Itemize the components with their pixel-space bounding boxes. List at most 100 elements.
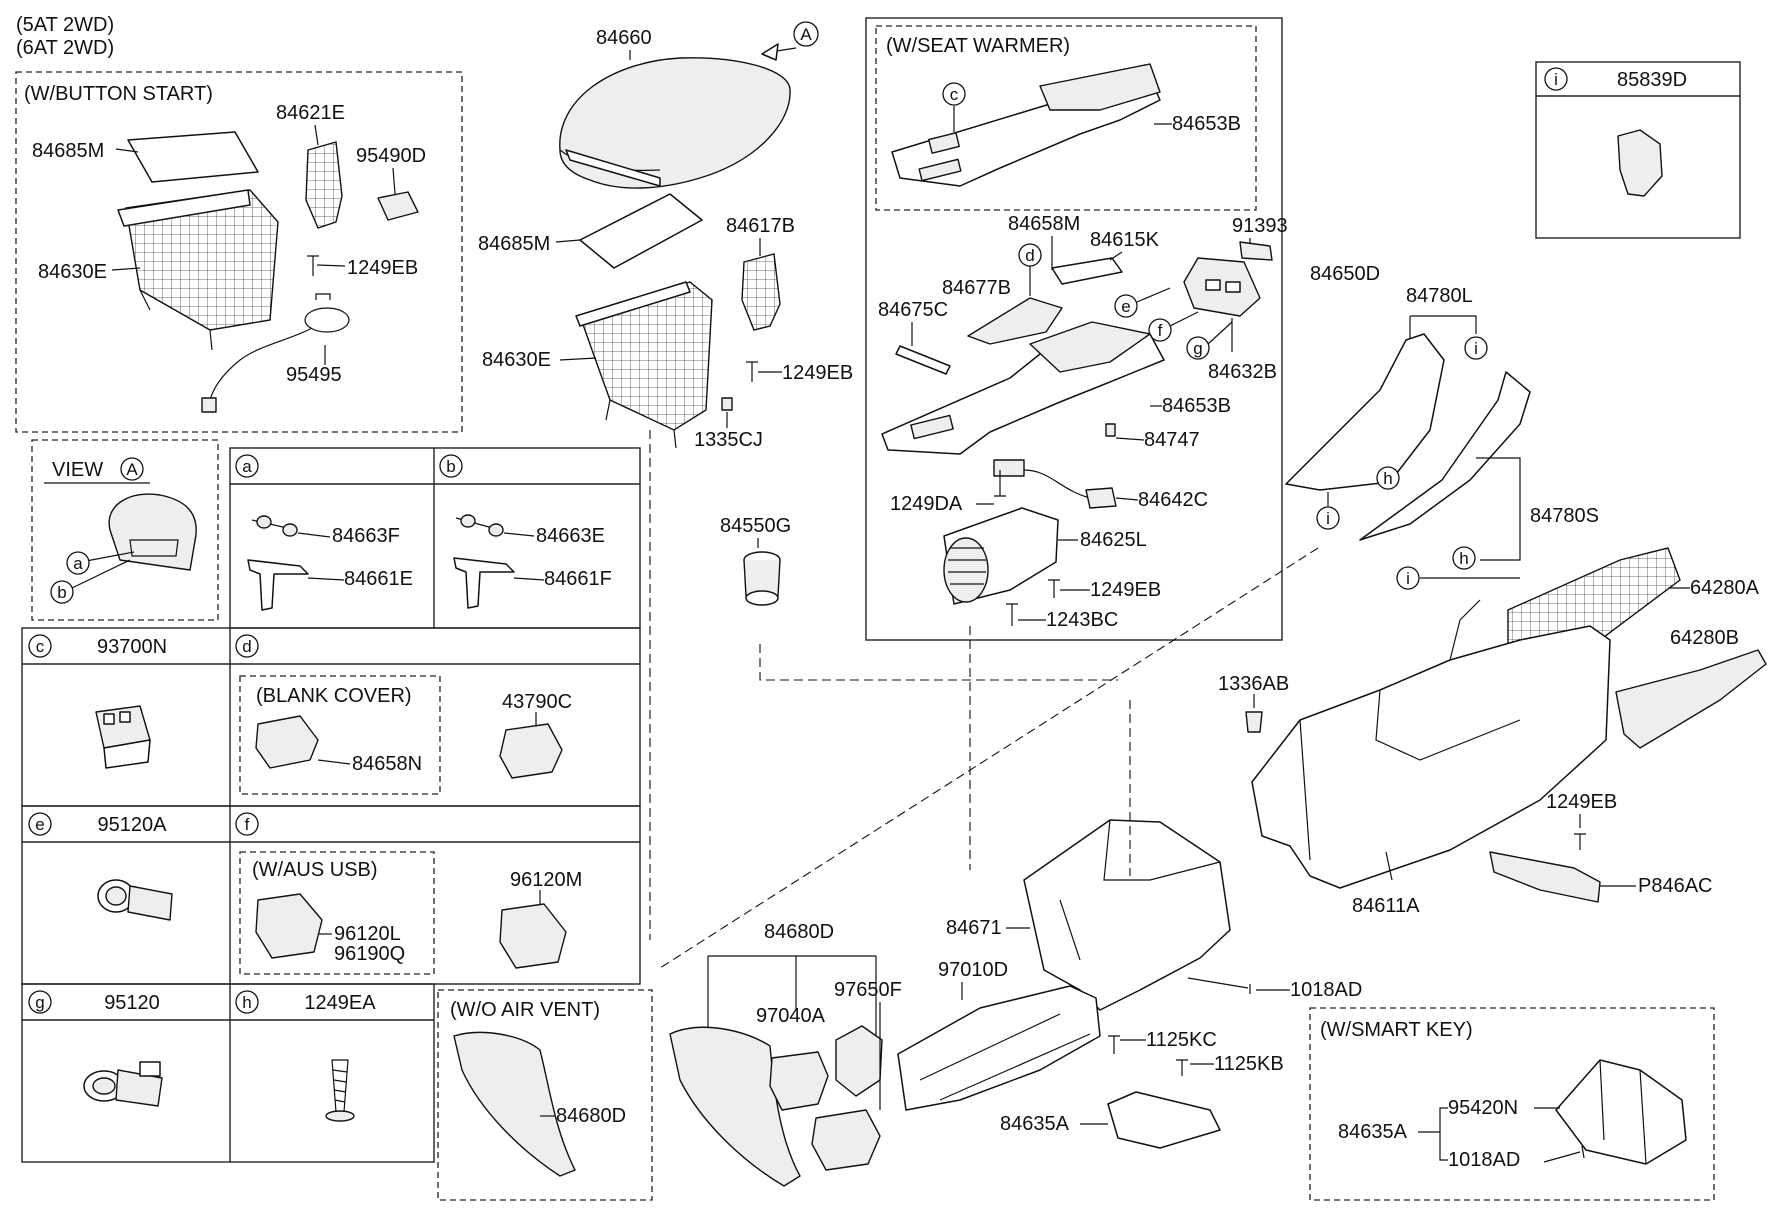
variant-label-6at: (6AT 2WD) xyxy=(16,37,114,59)
bracket-84621E-part xyxy=(305,141,343,229)
screw-1125KB-part xyxy=(1176,1059,1188,1076)
label-84617B: 84617B xyxy=(726,215,795,237)
label-84663E: 84663E xyxy=(536,525,605,547)
duct-97010D-part xyxy=(897,985,1101,1111)
view-a-console-part xyxy=(108,493,197,571)
garnish-84680D-part xyxy=(453,1031,576,1177)
trim-84780L-part xyxy=(1285,333,1445,491)
bezel-84677B-part xyxy=(967,297,1063,345)
label-84650D: 84650D xyxy=(1310,263,1380,285)
label-84661F: 84661F xyxy=(544,568,612,590)
label-84663F: 84663F xyxy=(332,525,400,547)
callout-h-2: h xyxy=(1459,549,1468,568)
callout-i-1: i xyxy=(1474,339,1478,358)
wo-air-vent-group: (W/O AIR VENT) 84680D xyxy=(437,989,653,1201)
label-95420N: 95420N xyxy=(1448,1097,1518,1119)
cell-letter-c: c xyxy=(36,637,45,656)
cell-letter-d: d xyxy=(242,637,251,656)
cell-letter-i: i xyxy=(1554,70,1558,89)
vent-97040A-part xyxy=(769,1051,829,1111)
storage-bin-84630E-part xyxy=(117,189,279,351)
label-P846AC: P846AC xyxy=(1638,875,1713,897)
label-1243BC: 1243BC xyxy=(1046,609,1118,631)
label-84550G: 84550G xyxy=(720,515,791,537)
trim-84780S-part xyxy=(1359,371,1531,541)
callout-i-2: i xyxy=(1326,509,1330,528)
label-84611A: 84611A xyxy=(1352,895,1420,917)
switch-95490D-part xyxy=(377,191,419,221)
view-callout-a: a xyxy=(73,554,83,573)
label-84660: 84660 xyxy=(596,27,652,49)
panel-64280B-part xyxy=(1615,649,1767,749)
label-1125KC: 1125KC xyxy=(1146,1029,1217,1051)
armrest-84660-part xyxy=(559,57,791,189)
label-64280B: 64280B xyxy=(1670,627,1739,649)
callout-i-3: i xyxy=(1406,569,1410,588)
cell-letter-e: e xyxy=(35,815,44,834)
latch-84661E-part xyxy=(247,559,309,611)
smart-key-group: (W/SMART KEY) 84635A 95420N 1018AD xyxy=(1309,1007,1715,1201)
label-1249EB-4: 1249EB xyxy=(1546,791,1617,813)
vent-group: 84680D 97040A 97650F 97010D xyxy=(669,921,1101,1187)
label-84658N: 84658N xyxy=(352,753,422,775)
switch-43790C-part xyxy=(499,723,563,779)
harness-95495-part xyxy=(201,293,350,413)
label-1249EB-2: 1249EB xyxy=(782,362,853,384)
label-84661E: 84661E xyxy=(344,568,413,590)
label-84632B: 84632B xyxy=(1208,361,1277,383)
variant-label-5at: (5AT 2WD) xyxy=(16,14,114,36)
cell-part-c: 93700N xyxy=(97,636,167,658)
label-97040A: 97040A xyxy=(756,1005,826,1027)
cupholder-unit-84625L-part xyxy=(943,507,1059,605)
connector-91393-part xyxy=(1239,241,1273,261)
label-97010D: 97010D xyxy=(938,959,1008,981)
label-1018AD-2: 1018AD xyxy=(1448,1149,1520,1171)
bracket-P846AC-part xyxy=(1489,851,1601,903)
label-84747: 84747 xyxy=(1144,429,1200,451)
socket-95120-part xyxy=(83,1061,163,1107)
cell-letter-h: h xyxy=(242,993,251,1012)
switch-panel-84632B-part xyxy=(1183,257,1261,317)
label-84658M: 84658M xyxy=(1008,213,1080,235)
clip-1336AB-part xyxy=(1245,711,1263,733)
cell-letter-b: b xyxy=(446,457,455,476)
callout-d-center: d xyxy=(1025,246,1034,265)
pad-84685M-2-part xyxy=(579,193,703,269)
springs-84663E-part xyxy=(455,514,504,537)
seat-warmer-title: (W/SEAT WARMER) xyxy=(886,35,1070,57)
label-97650F: 97650F xyxy=(834,979,902,1001)
screw-1125KC-part xyxy=(1108,1035,1120,1054)
label-84675C: 84675C xyxy=(878,299,948,321)
console-panel-84653B-1-part xyxy=(891,63,1161,187)
vent-97650F-part xyxy=(835,1025,883,1097)
cover-84615K-part xyxy=(1051,257,1123,285)
label-84780S: 84780S xyxy=(1530,505,1599,527)
label-96120M: 96120M xyxy=(510,869,582,891)
label-84625L: 84625L xyxy=(1080,529,1147,551)
callout-h-1: h xyxy=(1383,469,1392,488)
label-84630E-2: 84630E xyxy=(482,349,551,371)
blank-cover-title: (BLANK COVER) xyxy=(256,685,412,707)
legend-grid: a b c 93700N d e 95120A f g 95120 h 1249… xyxy=(21,447,641,1163)
label-43790C: 43790C xyxy=(502,691,572,713)
bracket-84635A-group: 1125KC 1125KB 84635A xyxy=(1000,1029,1284,1149)
label-1018AD-1: 1018AD xyxy=(1290,979,1362,1001)
screw-1249EA-part xyxy=(325,1059,355,1122)
main-console-group: 84611A 1336AB 1249EB P846AC 84671 1018AD xyxy=(649,430,1713,1011)
view-ref: A xyxy=(126,460,138,479)
label-95495: 95495 xyxy=(286,364,342,386)
label-1249EB-3: 1249EB xyxy=(1090,579,1161,601)
view-a-group: VIEW A a b xyxy=(31,439,219,621)
bracket-84617B-part xyxy=(741,253,781,331)
screw-1018AD-2-part xyxy=(1543,1145,1585,1163)
label-84671: 84671 xyxy=(946,917,1002,939)
center-box-group: (W/SEAT WARMER) c 84653B 84658M 84615K 9… xyxy=(865,17,1288,641)
cup-holder-84550G-part xyxy=(743,551,781,606)
screw-1249EB-part xyxy=(307,255,319,276)
usb-96120L-part xyxy=(255,893,323,959)
label-84680D-2: 84680D xyxy=(556,1105,626,1127)
console-84611A-part xyxy=(1251,625,1611,889)
aus-usb-title: (W/AUS USB) xyxy=(252,859,378,881)
cell-letter-a: a xyxy=(242,457,252,476)
